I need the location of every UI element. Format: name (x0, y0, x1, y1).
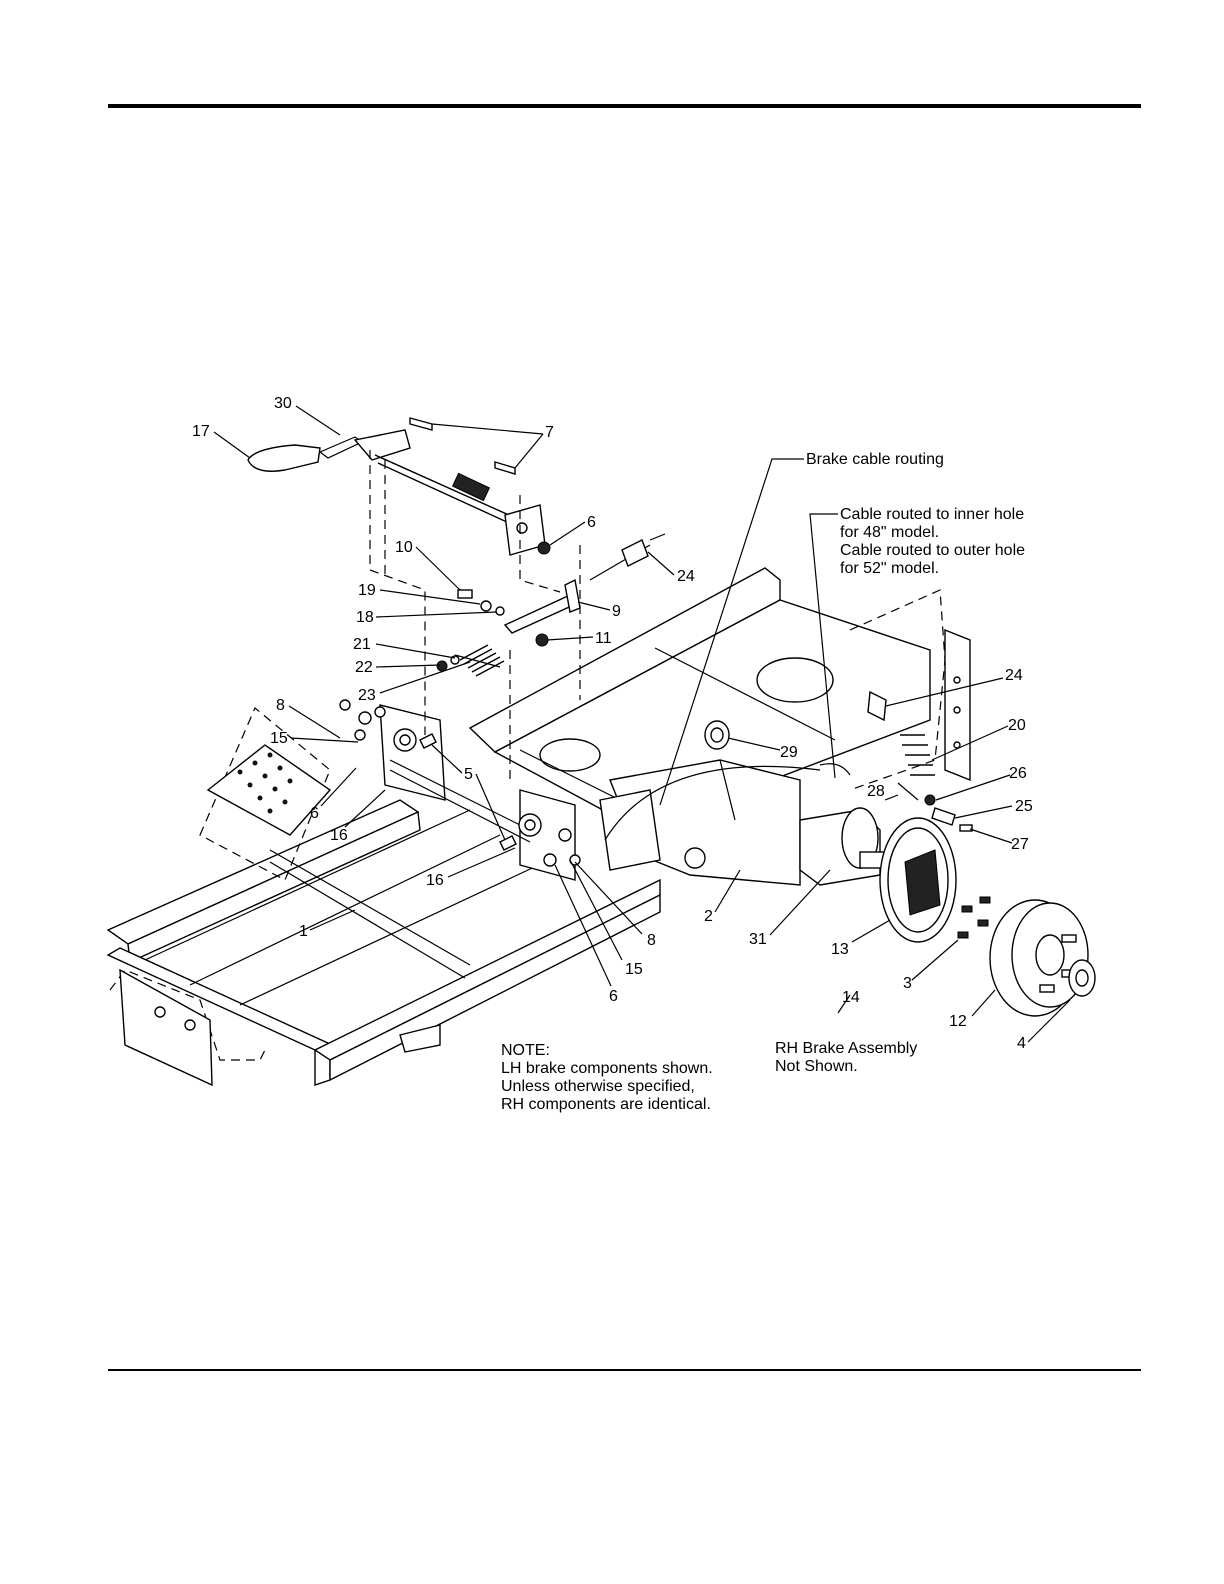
callout-3: 3 (903, 975, 912, 992)
note-block: NOTE: LH brake components shown. Unless … (501, 1042, 713, 1113)
callout-1: 1 (299, 923, 308, 940)
callout-31: 31 (749, 931, 767, 948)
callout-23: 23 (358, 687, 376, 704)
axle-hub-assembly (799, 807, 1096, 1017)
label-cable-line-3: Cable routed to outer hole (840, 542, 1025, 559)
callout-27: 27 (1011, 836, 1029, 853)
callout-14: 14 (842, 989, 860, 1006)
chassis-plate (599, 759, 851, 886)
label-cable-line-2: for 48" model. (840, 524, 939, 541)
callout-13: 13 (831, 941, 849, 958)
callout-30: 30 (274, 395, 292, 412)
brake-handle (247, 417, 551, 556)
callout-24: 24 (1005, 667, 1023, 684)
main-frame (106, 567, 931, 1087)
callout-8: 8 (647, 932, 656, 949)
callout-22: 22 (355, 659, 373, 676)
callout-15: 15 (270, 730, 288, 747)
footer-rule (108, 1369, 1141, 1371)
callout-28: 28 (867, 783, 885, 800)
callout-19: 19 (358, 582, 376, 599)
note-line-3: Unless otherwise specified, (501, 1078, 695, 1095)
callout-16: 16 (330, 827, 348, 844)
note-line-1: NOTE: (501, 1042, 550, 1059)
callout-11: 11 (595, 630, 612, 647)
callout-15: 15 (625, 961, 643, 978)
callout-20: 20 (1008, 717, 1026, 734)
callout-18: 18 (356, 609, 374, 626)
callout-5: 5 (464, 766, 473, 783)
callout-16: 16 (426, 872, 444, 889)
callout-6: 6 (609, 988, 618, 1005)
callout-10: 10 (395, 539, 413, 556)
right-side-plate (849, 589, 971, 791)
callout-25: 25 (1015, 798, 1033, 815)
note-line-4: RH components are identical. (501, 1096, 711, 1113)
callout-2: 2 (704, 908, 713, 925)
callout-17: 17 (192, 423, 210, 440)
label-cable-line-1: Cable routed to inner hole (840, 506, 1024, 523)
leader-lines (213, 405, 1071, 1043)
rh-note-block: RH Brake Assembly Not Shown. (775, 1040, 917, 1075)
callout-4: 4 (1017, 1035, 1026, 1052)
rh-note-line-1: RH Brake Assembly (775, 1040, 917, 1057)
routing-labels: Brake cable routing Cable routed to inne… (806, 451, 1025, 577)
callout-26: 26 (1009, 765, 1027, 782)
brake-pivot-brackets (339, 699, 581, 881)
callout-9: 9 (612, 603, 621, 620)
callout-7: 7 (545, 424, 554, 441)
callout-6: 6 (587, 514, 596, 531)
callouts: 30 17 7 6 24 10 19 18 9 11 21 22 23 8 15… (192, 395, 1033, 1052)
note-line-2: LH brake components shown. (501, 1060, 713, 1077)
callout-8: 8 (276, 697, 285, 714)
callout-21: 21 (353, 636, 371, 653)
callout-24: 24 (677, 568, 695, 585)
callout-12: 12 (949, 1013, 967, 1030)
label-cable-line-4: for 52" model. (840, 560, 939, 577)
assembly-lines (369, 450, 581, 780)
rh-note-line-2: Not Shown. (775, 1058, 858, 1075)
callout-6: 6 (310, 805, 319, 822)
header-rule (108, 104, 1141, 108)
callout-29: 29 (780, 744, 798, 761)
label-brake-cable-routing: Brake cable routing (806, 451, 944, 468)
